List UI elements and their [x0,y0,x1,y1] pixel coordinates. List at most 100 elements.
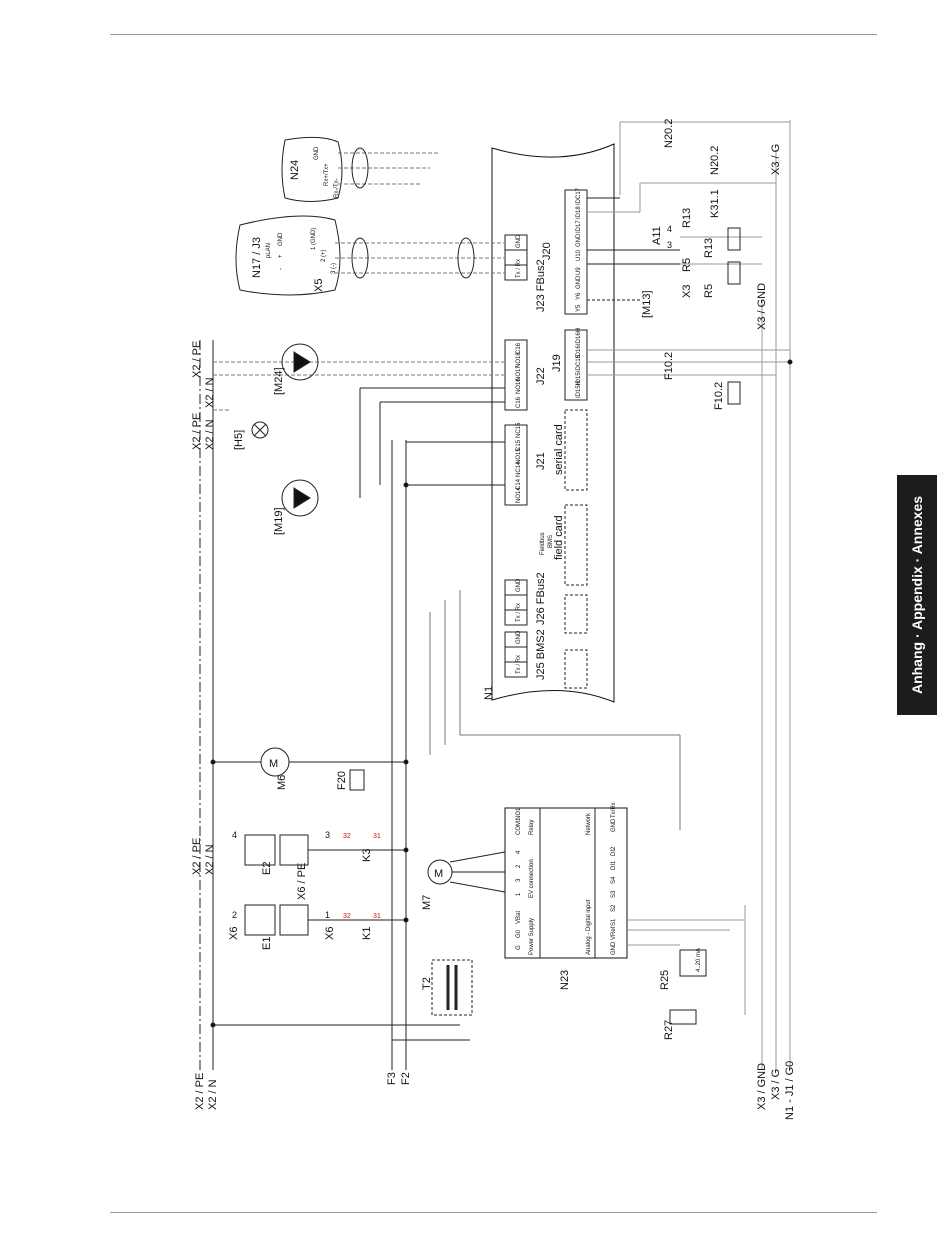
f20-label: F20 [336,771,348,790]
j19-pin-4: ID15H [576,381,582,398]
j19-pin-0: ID16H [576,328,582,345]
x6-label-a: X6 [228,927,240,940]
n23-relay: Relay [529,820,535,835]
m7-motor-letter: M [434,868,443,880]
j22-pin-3: NO16 [516,378,522,394]
n17-wire-1: 2 (+) [321,249,327,262]
lamp-h5-symbol [251,421,269,439]
appendix-side-tab[interactable]: Anhang · Appendix · Annexes [897,475,937,715]
n23-ev-0: 1 [516,892,522,896]
x6-label-b: X6 [324,927,336,940]
j19-pin-2: IDC15 [576,354,582,372]
j23-gnd: GND [516,234,522,248]
x6-pe-label: X6 / PE [296,863,308,900]
r25-sensor [679,949,707,977]
r25-value: 4..20 mA [696,948,702,972]
x5-label: X5 [313,279,325,292]
heater-e1 [244,904,276,936]
rail-label-x2pe-t3: X2 / PE [191,838,203,875]
n17-label: N17 / J3 [251,237,263,278]
r13-label: R13 [681,208,693,228]
n1-label: N1 [483,686,495,700]
j19-label: J19 [551,354,563,372]
j20-pin-8: Y5 [576,304,582,312]
heater-num-4: 4 [232,830,237,840]
h5-label: [H5] [233,430,245,450]
j26-label: J26 FBus2 [535,572,547,625]
a11-pin-4: 4 [667,224,672,234]
n17-pin-0: GND [278,232,284,246]
bottom-rule [110,1212,877,1213]
n17-wire-2: 3 (-) [331,263,337,274]
n23-label: N23 [559,970,571,990]
serial-card-label: serial card [553,424,565,475]
f10-switch [727,381,741,405]
n23-power-0: G [516,945,522,950]
rail-label-x2n-b: X2 / N [207,1079,219,1110]
j20-pin-6: GND [576,275,582,289]
m6-motor-letter: M [269,758,278,770]
k31-label: K31.1 [709,189,721,218]
j26-gnd: GND [516,578,522,592]
j22-pin-4: C16 [516,396,522,408]
j21-pin-5: NO14 [516,487,522,503]
n23-power-supply: Power Supply [529,918,535,955]
n23-input-5: S4 [611,876,617,884]
a11-pin-3: 3 [667,240,672,250]
field-card-label: field card [553,515,565,560]
rail-label-f3: F3 [386,1072,398,1085]
j22-label: J22 [535,367,547,385]
m6-label: M6 [276,775,288,790]
m19-label: [M19] [273,507,285,535]
rail-label-x3g: X3 / G [770,1069,782,1100]
e2-label: E2 [261,862,273,875]
r13-sensor [727,227,741,251]
j20-pin-1: ID18 [576,206,582,219]
j25-gnd: GND [516,630,522,644]
j20-pin-3: GND [576,233,582,247]
r27-sensor [669,1009,697,1025]
n17-pin-2: - [278,268,284,270]
n1-bms: BMS [548,535,554,548]
n23-ev-3: 4 [516,850,522,854]
n17-terminal [235,215,341,296]
j21-pin-4: C14 [516,478,522,490]
n20-label: N20.2 [709,146,721,175]
m13-label: [M13] [641,290,653,318]
n23-network: Network [586,812,592,835]
k1-contact-31: 31 [373,913,381,920]
j21-label: J21 [535,452,547,470]
j23-label: J23 FBus2 [535,259,547,312]
a11-label: A11 [651,226,663,245]
n23-power-1: G0 [516,929,522,938]
j20-label: J20 [541,242,553,260]
j20-pin-7: Y6 [576,292,582,300]
r5b-label: R5 [703,284,715,298]
x3-label: X3 [681,285,693,298]
j21-pin-3: NC14 [516,461,522,477]
heater-num-1: 1 [325,910,330,920]
heater-e2 [244,834,276,866]
top-rule [110,34,877,35]
n24-label: N24 [289,160,301,180]
pump-m24-symbol [281,343,319,381]
f20-breaker [349,769,365,791]
transformer-t2 [431,959,473,1016]
pump-m19-symbol [281,479,319,517]
k3-contact-31: 31 [373,833,381,840]
k3-contact-32: 32 [343,833,351,840]
n24-pin-2: Rx-/Tx- [334,178,340,198]
j19-pin-1: ID16 [576,345,582,358]
j23-txrx: Tx / Rx [516,259,522,278]
n23-input-2: S1 [611,918,617,926]
j25-txrx: Tx / Rx [516,655,522,674]
j20-pin-4: U10 [576,249,582,261]
rail-label-x2pe-b: X2 / PE [194,1073,206,1110]
j26-txrx: Tx / Rx [516,603,522,622]
rail-label-x2pe-t1: X2 / PE [191,341,203,378]
rail-label-f2: F2 [400,1072,412,1085]
n23-network-1: Tx/Rx [611,802,617,818]
rail-label-x2n-t3: X2 / N [204,844,216,875]
m7-label: M7 [421,895,433,910]
f102-label: F10.2 [713,382,725,410]
